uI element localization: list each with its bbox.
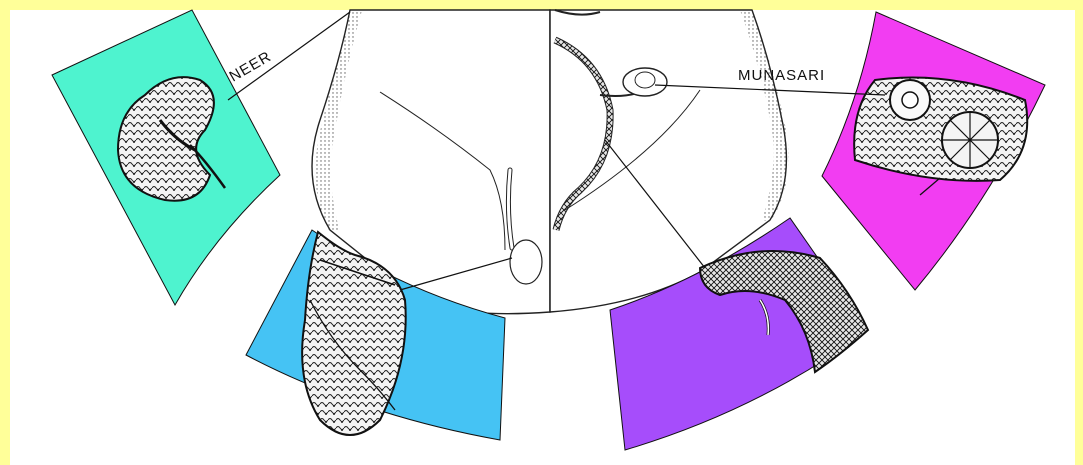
ovary-label: MUNASARI (738, 67, 825, 84)
kidney-label: NEER (227, 48, 275, 86)
